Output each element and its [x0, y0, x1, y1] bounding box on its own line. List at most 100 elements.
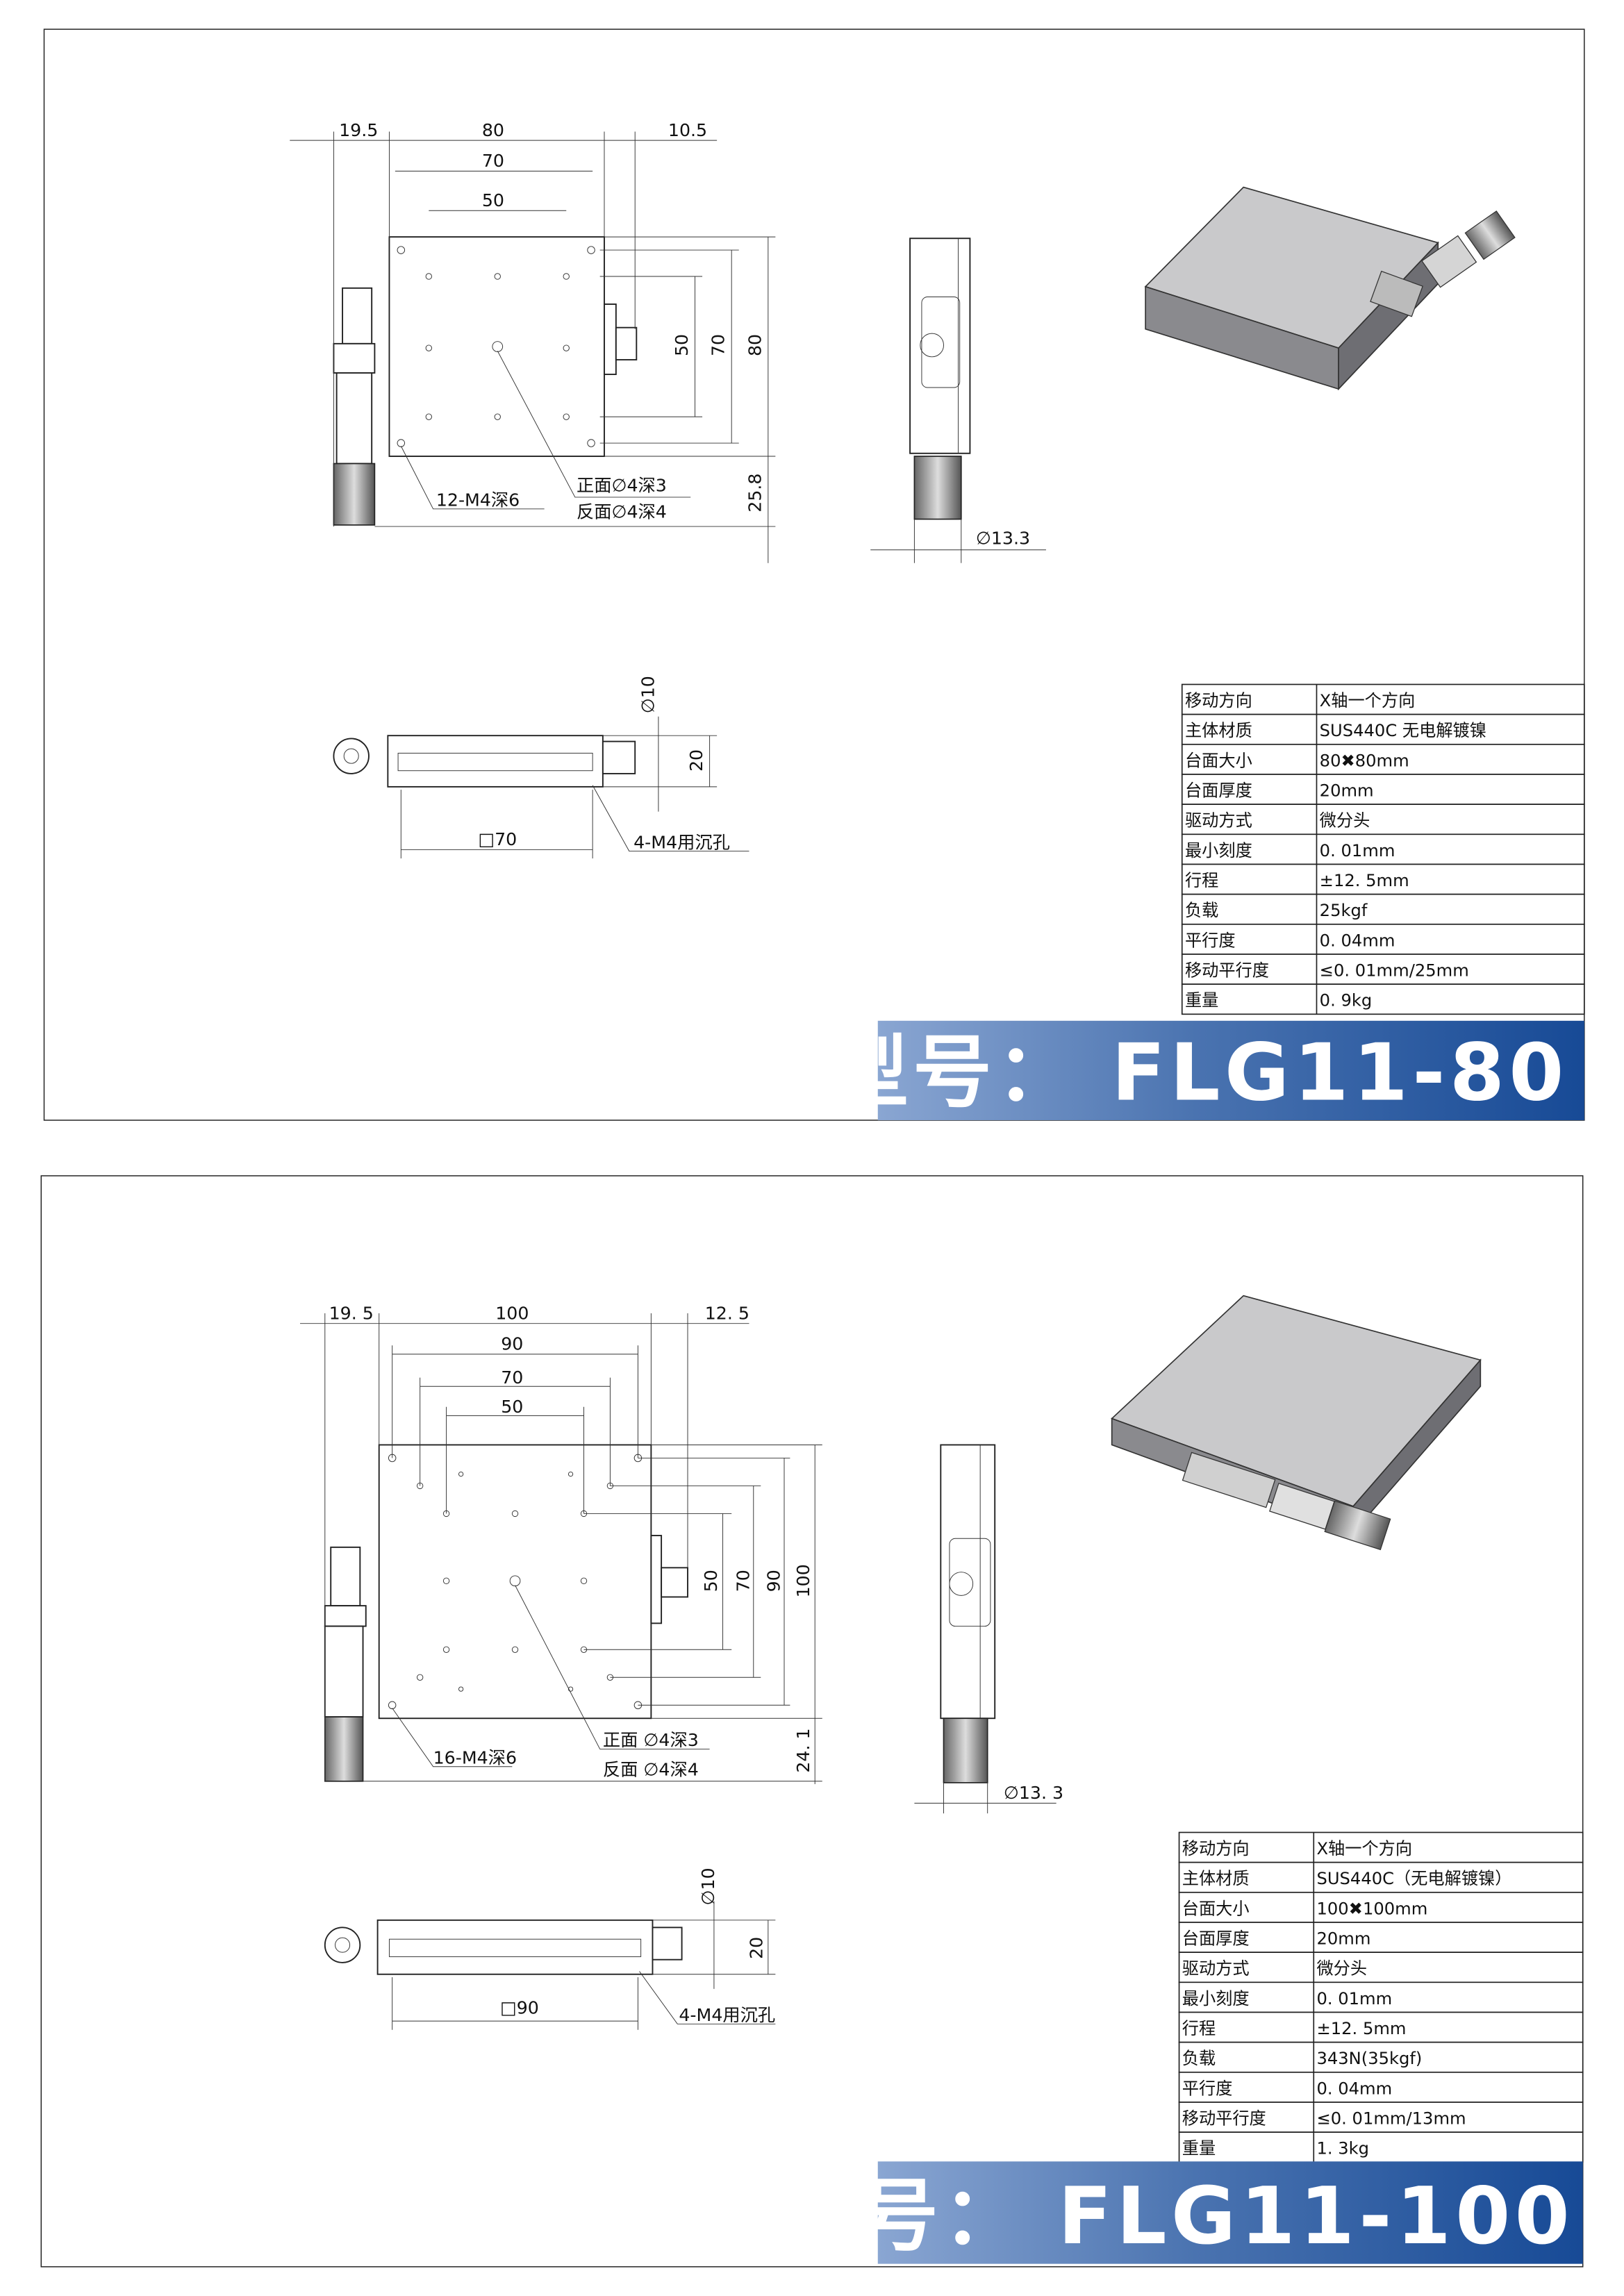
spec-label: 平行度 [1185, 931, 1236, 950]
spec-label: 台面大小 [1185, 751, 1252, 770]
dim-left-offset: 19.5 [339, 120, 378, 140]
top-view: 19.5 80 70 50 10.5 50 70 80 25.8 12-M4深6… [290, 120, 776, 563]
mount-holes [397, 246, 595, 447]
dim-50: 50 [482, 190, 504, 210]
spec-value: 1. 3kg [1316, 2139, 1369, 2158]
sheet-border [43, 28, 1585, 1121]
spec-row-border [1178, 2071, 1584, 2103]
spec-row: 台面大小 80✖80mm [1181, 743, 1585, 775]
dim-v70: 70 [733, 1570, 753, 1592]
spec-row: 移动方向 X轴一个方向 [1178, 1831, 1584, 1863]
spec-value: 80✖80mm [1320, 751, 1409, 770]
spec-value: 0. 01mm [1320, 841, 1395, 860]
front-view: ∅10 20 □90 4-M4用沉孔 [324, 1867, 776, 2030]
spec-value: 0. 01mm [1316, 1989, 1392, 2008]
callout-back-hole: 反面 ∅4深4 [603, 1759, 699, 1779]
model-banner [877, 2161, 1583, 2264]
spec-value: 0. 9kg [1320, 991, 1373, 1010]
spec-value: 343N(35kgf) [1316, 2049, 1422, 2068]
spec-row-border [1181, 954, 1585, 985]
dim-v90: 90 [764, 1570, 784, 1592]
spec-row-border [1178, 1922, 1584, 1953]
micrometer-icon [324, 1546, 367, 1782]
callout-mount-holes: 16-M4深6 [433, 1748, 517, 1768]
spec-label: 移动方向 [1182, 1839, 1250, 1858]
spec-row-border [1181, 893, 1585, 925]
spec-value: ±12. 5mm [1316, 2019, 1406, 2038]
spec-row-border [1181, 774, 1585, 805]
spec-row: 重量 0. 9kg [1181, 983, 1585, 1015]
spec-row: 移动平行度≤0. 01mm/13mm [1178, 2102, 1584, 2133]
dim-v50: 50 [701, 1570, 721, 1592]
stage-plate [388, 236, 605, 457]
spec-row-border [1178, 1952, 1584, 1983]
dim-v80: 80 [745, 334, 765, 356]
spec-label: 台面厚度 [1182, 1929, 1250, 1949]
spec-row-border [1178, 1891, 1584, 1923]
spec-row: 台面厚度 20mm [1181, 774, 1585, 805]
dim-right-offset: 12. 5 [705, 1303, 749, 1323]
side-view: ∅13.3 [870, 238, 1046, 563]
spec-row-border [1178, 2102, 1584, 2133]
dim-shaft-dia: ∅10 [698, 1867, 718, 1905]
spec-row-border [1181, 804, 1585, 835]
spec-row-border [1181, 833, 1585, 865]
spec-row: 行程±12. 5mm [1181, 863, 1585, 895]
callout-mount-holes: 12-M4深6 [436, 490, 520, 510]
spec-row: 驱动方式微分头 [1181, 804, 1585, 835]
dim-square: □90 [500, 1998, 539, 2018]
spec-value: 0. 04mm [1316, 2079, 1392, 2098]
spec-label: 主体材质 [1185, 721, 1252, 740]
top-view: 19. 5 100 90 70 50 12. 5 50 70 90 100 24… [299, 1303, 822, 1784]
dim-bottom: 25.8 [745, 474, 765, 513]
spec-row-border [1178, 2041, 1584, 2073]
sheet-border [40, 1175, 1584, 2268]
spec-row: 台面厚度 20mm [1178, 1922, 1584, 1953]
model-banner [877, 1020, 1584, 1120]
spec-label: 台面大小 [1182, 1899, 1250, 1918]
spec-row: 负载 343N(35kgf) [1178, 2041, 1584, 2073]
dim-thickness: 20 [686, 749, 706, 772]
spec-row-border [1178, 2011, 1584, 2043]
spec-row-border [1181, 713, 1585, 745]
spec-label: 重量 [1185, 991, 1218, 1010]
dim-90: 90 [501, 1334, 523, 1354]
spec-label: 驱动方式 [1185, 811, 1252, 831]
dim-width: 80 [482, 120, 504, 140]
sheet-flg11-100: 19. 5 100 90 70 50 12. 5 50 70 90 100 24… [40, 1175, 1584, 2268]
spec-value: 20mm [1316, 1929, 1370, 1949]
spec-label: 主体材质 [1182, 1869, 1250, 1888]
spec-value: X轴一个方向 [1316, 1839, 1412, 1858]
spec-value: ±12. 5mm [1320, 871, 1409, 890]
spec-row-border [1178, 1831, 1584, 1863]
spec-value: 20mm [1320, 781, 1374, 801]
stage-3d-render [1144, 186, 1516, 391]
dim-thickness: 20 [746, 1937, 766, 1959]
spec-row: 主体材质 SUS440C（无电解镀镍） [1178, 1861, 1584, 1893]
dim-v100: 100 [793, 1564, 813, 1597]
spec-row: 台面大小 100✖100mm [1178, 1891, 1584, 1923]
spec-value: 100✖100mm [1316, 1899, 1427, 1918]
callout-front-hole: 正面 ∅4深3 [603, 1730, 699, 1750]
spec-label: 驱动方式 [1182, 1959, 1250, 1979]
dim-knob-dia: ∅13.3 [976, 528, 1030, 548]
dim-v70: 70 [709, 334, 729, 356]
spec-label: 最小刻度 [1185, 841, 1252, 860]
spec-value: ≤0. 01mm/25mm [1320, 961, 1469, 981]
spec-row: 移动平行度≤0. 01mm/25mm [1181, 954, 1585, 985]
spec-label: 负载 [1182, 2049, 1216, 2068]
spec-value: SUS440C（无电解镀镍） [1316, 1869, 1511, 1888]
drive-block [604, 303, 617, 376]
spec-row: 驱动方式微分头 [1178, 1952, 1584, 1983]
spec-label: 台面厚度 [1185, 781, 1252, 801]
front-view: ∅10 20 □70 4-M4用沉孔 [333, 676, 749, 859]
spec-label: 行程 [1182, 2019, 1216, 2038]
model-title: 型号： FLG11-80 [829, 1026, 1568, 1119]
spec-label: 移动方向 [1185, 691, 1252, 710]
dim-bottom: 24. 1 [793, 1728, 813, 1772]
dim-shaft-dia: ∅10 [638, 676, 658, 713]
